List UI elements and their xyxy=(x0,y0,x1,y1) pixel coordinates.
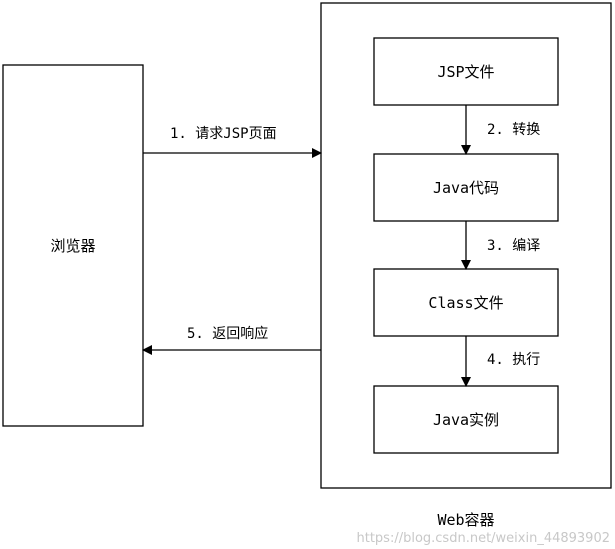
browser-label: 浏览器 xyxy=(50,237,95,255)
jsp-file-label: JSP文件 xyxy=(437,63,494,81)
stage-java-code: Java代码 xyxy=(373,153,559,222)
browser-box xyxy=(2,64,144,427)
browser-node: 浏览器 xyxy=(2,64,144,427)
java-code-box xyxy=(373,153,559,222)
stage-java-instance: Java实例 xyxy=(373,385,559,454)
step-response-label: 5. 返回响应 xyxy=(187,325,268,342)
jsp-file-box xyxy=(373,37,559,106)
java-instance-box xyxy=(373,385,559,454)
stage-jsp-file: JSP文件 xyxy=(373,37,559,106)
step-compile-label: 3. 编译 xyxy=(487,238,540,254)
web-container-label: Web容器 xyxy=(437,511,494,529)
java-instance-label: Java实例 xyxy=(433,411,499,429)
class-file-label: Class文件 xyxy=(428,294,503,312)
step-request-label: 1. 请求JSP页面 xyxy=(170,126,277,142)
stage-class-file: Class文件 xyxy=(373,268,559,337)
step-execute-label: 4. 执行 xyxy=(487,352,540,368)
watermark-text: https://blog.csdn.net/weixin_44893902 xyxy=(356,531,610,546)
java-code-label: Java代码 xyxy=(433,179,499,197)
step-translate-label: 2. 转换 xyxy=(487,121,540,138)
